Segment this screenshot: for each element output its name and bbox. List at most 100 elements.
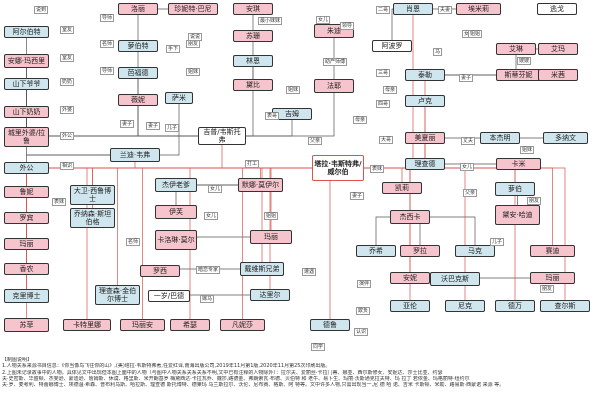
person-name: 沃巴克斯 <box>441 275 469 283</box>
relation-text: 嫂嫂 <box>519 58 530 64</box>
relation-text: 妻子 <box>352 193 363 199</box>
relation-label: 妻子 <box>350 192 365 200</box>
relation-label: 朋友 <box>527 197 542 205</box>
relation-label: 演伴 <box>357 280 372 288</box>
relation-label: 四哥 <box>376 100 391 108</box>
relation-label: 夫妻 <box>438 6 453 14</box>
person-name: 萝伯 <box>508 185 522 193</box>
person-name: 兰迪·韦弗 <box>119 151 151 159</box>
person-node: 理查德 <box>405 158 445 170</box>
person-name: 亚伦 <box>403 302 417 310</box>
person-name: 米茜 <box>551 71 565 79</box>
person-node: 艾玛 <box>538 43 578 55</box>
person-name: 香农 <box>19 265 34 273</box>
person-name: 苏珊 <box>246 32 260 40</box>
person-node: 埃米莉 <box>456 3 501 15</box>
relation-label: 导师 <box>100 67 115 75</box>
person-node: 米茜 <box>538 69 578 81</box>
relation-text: 遭遇 <box>304 269 315 275</box>
relation-label: 朋友 <box>186 40 201 48</box>
relation-label: 打工 <box>245 160 260 168</box>
relation-label: 丈夫 <box>461 137 476 145</box>
notes-line: 2.上图未记录故事中的人物。具体见文中出现但本图上面中的人物（与图中人物关系关系… <box>2 369 443 376</box>
person-node: 肖恩 <box>393 3 433 15</box>
person-name: 尼克 <box>458 302 472 310</box>
person-node: 大卫·西鲁博士 <box>70 185 115 205</box>
person-node: 卡米 <box>496 158 541 170</box>
person-node: 玛丽安 <box>120 319 165 331</box>
relation-label: 奶奶 <box>60 78 75 86</box>
relation-text: 马 <box>435 49 441 55</box>
person-node: 兰迪·韦弗 <box>110 148 160 162</box>
relation-line <box>222 86 335 137</box>
relation-text: 女儿 <box>318 17 329 23</box>
relation-label: 认识 <box>354 328 369 336</box>
person-name: 黛安·哈迪 <box>502 211 533 219</box>
person-node: 达里尔 <box>250 289 290 301</box>
person-name: 美夏丽 <box>414 134 436 142</box>
person-node: 香农 <box>4 263 49 275</box>
person-name: 安妮 <box>403 274 417 282</box>
relation-text: 导师 <box>102 68 113 74</box>
relation-label: 妻子 <box>120 120 135 128</box>
person-name: 洛丽 <box>131 5 145 13</box>
relation-label: 说到 <box>34 6 49 14</box>
relation-text: 说到 <box>36 7 47 13</box>
person-name: 凯莉 <box>395 184 409 192</box>
relation-label: 马 <box>433 48 443 56</box>
relation-text: 丈夫 <box>463 138 474 144</box>
relation-text: 朋友 <box>529 198 540 204</box>
relation-label: 姐姐 <box>468 30 483 38</box>
relation-label: 名师 <box>126 238 141 246</box>
relation-label: 女儿 <box>208 185 223 193</box>
relation-text: 大哥 <box>381 137 392 143</box>
person-node: 安娜·玛西里 <box>4 54 49 68</box>
person-node: 戴维斯兄弟 <box>240 262 284 276</box>
person-node: 玛丽 <box>250 230 292 244</box>
person-node: 罗西 <box>140 265 180 277</box>
person-node: 黛比 <box>233 79 273 91</box>
person-node: 沃巴克斯 <box>430 272 480 286</box>
person-name: 黛比 <box>246 81 260 89</box>
person-node: 玛丽 <box>4 238 49 250</box>
person-name: 外公 <box>19 164 34 172</box>
person-node: 塔拉·韦斯特弗/威尔伯 <box>312 155 364 181</box>
relation-text: 夫妻 <box>440 7 451 13</box>
person-name: 城里外婆/拉鲁 <box>7 129 46 145</box>
person-node: 乔纳森·斯坦伯格 <box>70 208 115 228</box>
person-name: 萨米 <box>172 94 186 102</box>
person-node: 艾琳 <box>496 43 536 55</box>
relation-text: 最小妹妹 <box>260 18 281 24</box>
person-node: 杰西卡 <box>390 210 430 224</box>
relation-label: 妻子 <box>146 122 161 130</box>
relation-text: 欺负 <box>358 308 369 314</box>
person-name: 埃米莉 <box>468 5 489 13</box>
relation-text: 女儿 <box>206 213 217 219</box>
relation-text: 外婆 <box>62 107 73 113</box>
person-name: 安娜·玛西里 <box>7 57 46 65</box>
relation-label: 女儿 <box>204 212 219 220</box>
person-node: 本杰明 <box>480 132 520 144</box>
notes-line: 夫·史密斯、华盛顿、杰斐逊、蒙迪逊、詹姆斯、休谟、格里斯、米开朗基罗 梅黛西达·… <box>2 375 470 382</box>
relation-label: 姐妹 <box>520 146 535 154</box>
relation-label: 姐妹 <box>286 86 301 94</box>
person-node: 默娜·莫伊尔 <box>238 178 283 192</box>
person-name: 朱迪 <box>327 27 341 35</box>
relation-label: 遭遇 <box>302 268 317 276</box>
person-name: 伊芙 <box>169 208 183 216</box>
relation-text: 妻子 <box>461 75 472 81</box>
person-node: 泰勒 <box>405 69 445 81</box>
relation-line <box>338 167 516 189</box>
person-name: 卢克 <box>418 97 432 105</box>
person-node: 一岁/巴德 <box>148 290 190 302</box>
relation-text: 名师 <box>128 239 139 245</box>
person-name: 一岁/巴德 <box>153 292 185 300</box>
relation-label: 二哥 <box>376 6 391 14</box>
person-name: 达里尔 <box>259 291 281 299</box>
person-node: 珍妮特·巴尼 <box>168 3 218 15</box>
person-node: 玛丽 <box>530 272 575 284</box>
person-name: 本杰明 <box>489 134 511 142</box>
relation-label: 母亲 <box>353 116 368 124</box>
person-node: 山下奶奶 <box>4 106 49 118</box>
relation-text: 表妹 <box>372 166 383 172</box>
